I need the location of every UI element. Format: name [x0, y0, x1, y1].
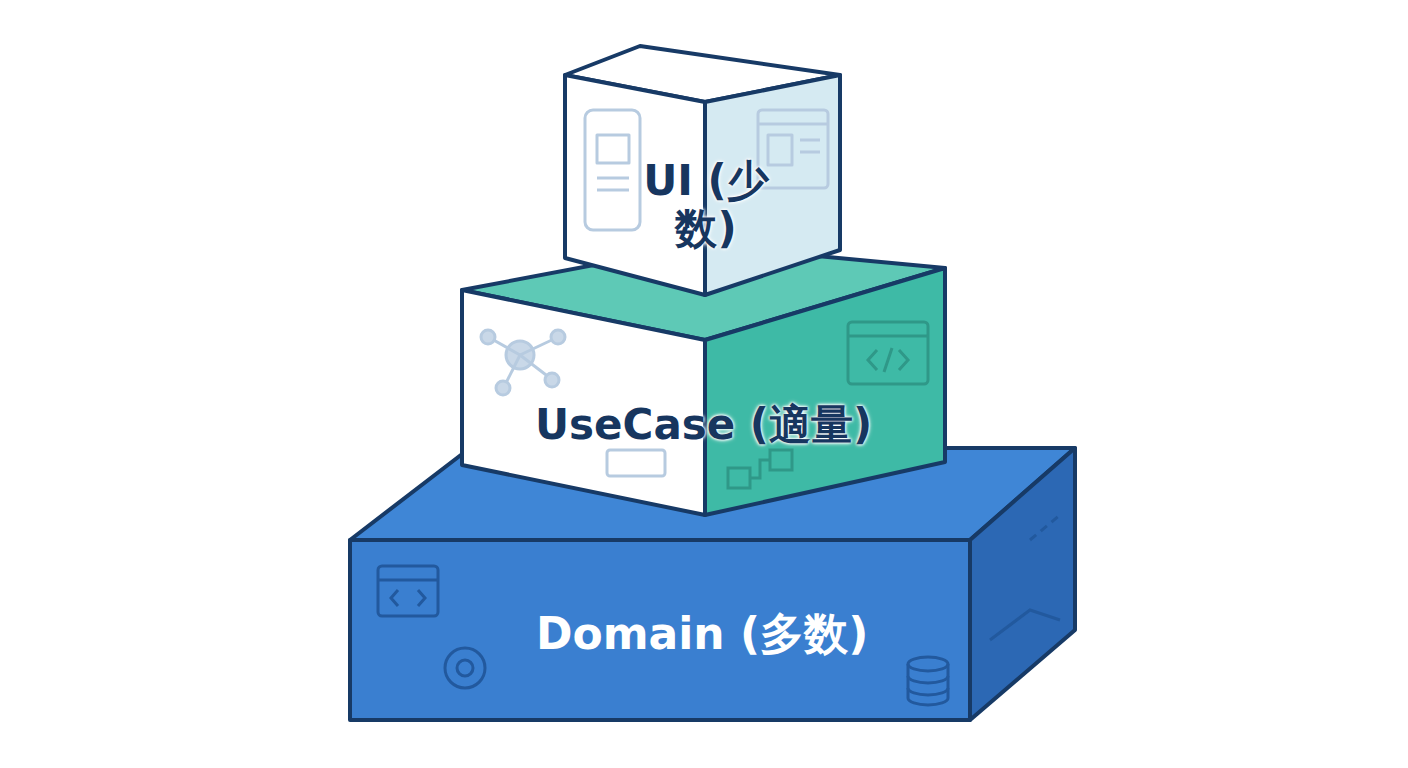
layer-label: UI (少数) — [626, 157, 786, 254]
layer-label: UseCase (適量) — [535, 401, 872, 449]
layer-box: Domain (多数) — [536, 609, 868, 660]
layer-label: Domain (多数) — [536, 609, 868, 660]
layer-box: UseCase (適量) — [535, 401, 872, 449]
layer-box: UI (少数) — [626, 157, 786, 254]
